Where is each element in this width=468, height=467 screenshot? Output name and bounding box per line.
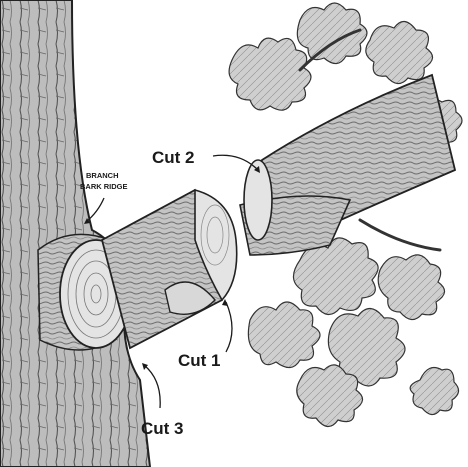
label-cut1: Cut 1 [178, 351, 221, 370]
leader-cut3 [144, 365, 160, 408]
label-branch-bark-ridge-line2: BARK RIDGE [80, 182, 128, 191]
label-branch-bark-ridge-line1: BRANCH [86, 171, 119, 180]
label-cut3: Cut 3 [141, 419, 184, 438]
arrow-cut3 [142, 363, 148, 370]
label-cut2: Cut 2 [152, 148, 195, 167]
leader-cut1 [226, 302, 232, 352]
